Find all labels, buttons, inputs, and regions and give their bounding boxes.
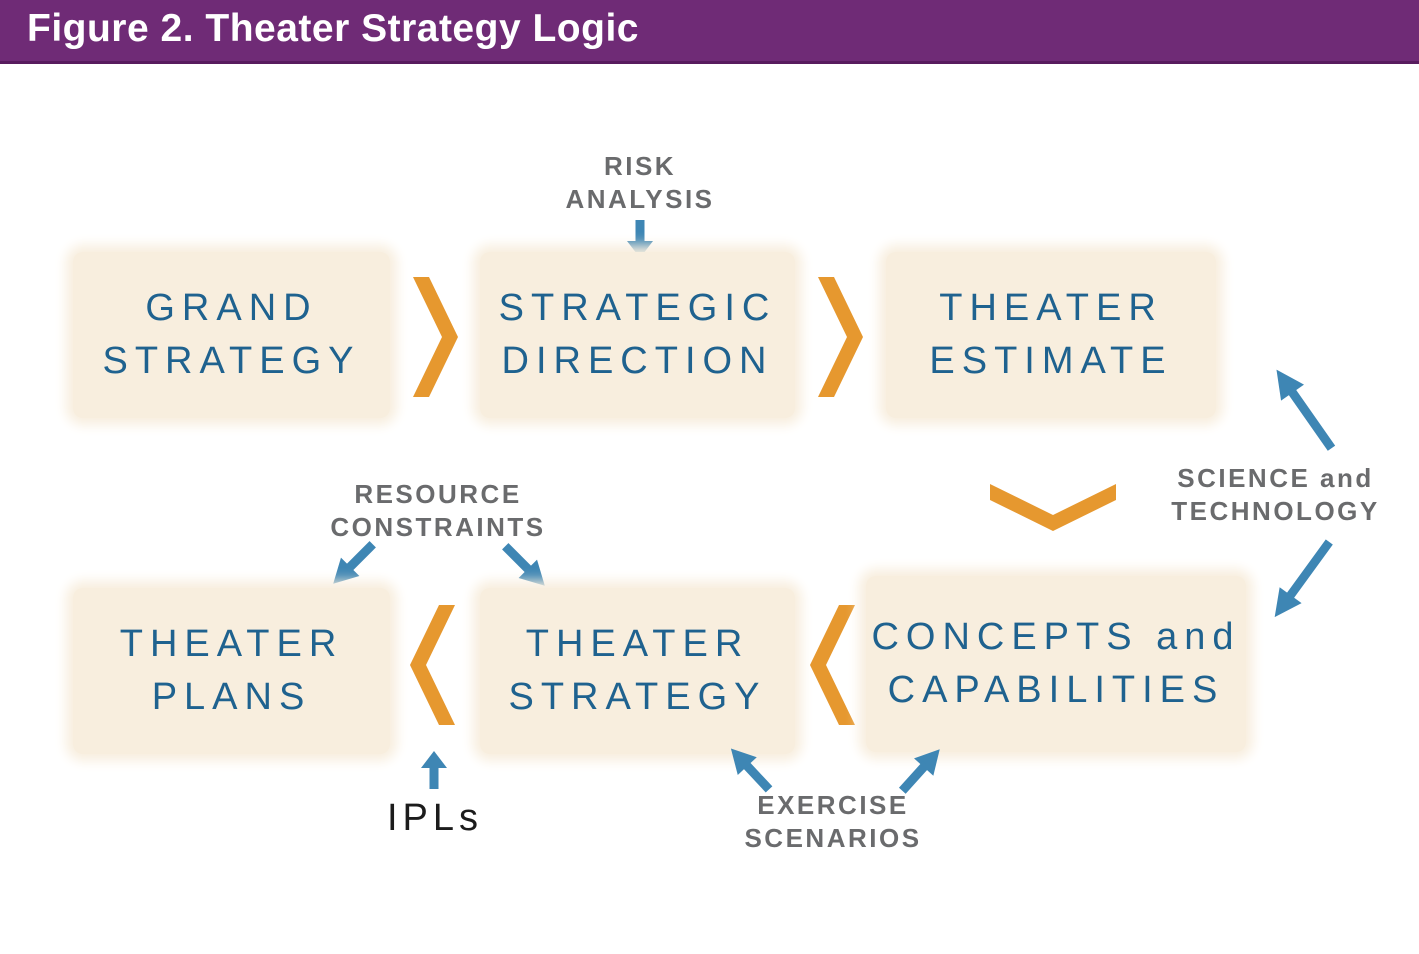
box-strategic-direction-line1: STRATEGIC [498,287,777,329]
arrow-exercise-to-strategy-icon [730,748,773,793]
box-grand-strategy: GRAND STRATEGY [73,252,390,418]
arrow-resource-to-strategy-icon [502,543,545,586]
label-exercise-scenarios: EXERCISE SCENARIOS [712,789,954,855]
label-risk-analysis-line2: ANALYSIS [565,184,715,214]
figure-title-bar: Figure 2. Theater Strategy Logic [0,0,1419,64]
figure-title: Figure 2. Theater Strategy Logic [27,6,639,50]
box-theater-strategy-line2: STRATEGY [508,676,767,718]
label-resource-constraints-line2: CONSTRAINTS [330,512,546,542]
diagram-canvas: RISK ANALYSIS GRAND STRATEGY STRATEGIC D… [0,64,1419,954]
box-theater-estimate-line2: ESTIMATE [929,340,1173,382]
label-exercise-scenarios-line2: SCENARIOS [744,823,922,853]
chevron-right-grand-to-strategic-icon [413,277,458,397]
box-concepts-capabilities-line2: CAPABILITIES [887,669,1225,711]
box-theater-estimate: THEATER ESTIMATE [886,252,1216,418]
label-ipls: IPLs [386,797,484,839]
label-science-technology-line2: TECHNOLOGY [1171,496,1380,526]
chevron-right-strategic-to-estimate-icon [818,277,863,397]
box-concepts-capabilities: CONCEPTS and CAPABILITIES [866,576,1246,752]
label-risk-analysis-line1: RISK [603,151,677,181]
label-risk-analysis: RISK ANALYSIS [530,150,750,216]
chevron-down-estimate-to-concepts-icon [990,484,1116,531]
label-science-technology: SCIENCE and TECHNOLOGY [1171,462,1380,528]
arrow-ipls-to-plans-icon [421,751,447,789]
arrow-science-to-estimate-icon [1276,369,1336,451]
box-strategic-direction-line2: DIRECTION [501,340,774,382]
box-theater-plans-line2: PLANS [151,676,312,718]
arrow-exercise-to-concepts-icon [898,749,940,794]
box-theater-plans: THEATER PLANS [73,588,390,754]
box-strategic-direction: STRATEGIC DIRECTION [480,252,795,418]
box-theater-strategy-line1: THEATER [525,623,750,665]
box-grand-strategy-line2: STRATEGY [102,340,361,382]
box-theater-estimate-line1: THEATER [939,287,1163,329]
label-exercise-scenarios-line1: EXERCISE [757,790,909,820]
label-resource-constraints-line1: RESOURCE [354,479,522,509]
label-resource-constraints: RESOURCE CONSTRAINTS [317,478,559,544]
chevron-left-strategy-to-plans-icon [410,605,455,725]
box-theater-plans-line1: THEATER [119,623,344,665]
box-grand-strategy-line1: GRAND [145,287,318,329]
arrow-risk-analysis-down-icon [627,220,653,258]
box-concepts-capabilities-line1: CONCEPTS and [871,616,1241,658]
arrow-science-to-concepts-icon [1274,539,1333,618]
arrow-resource-to-plans-icon [333,541,376,584]
box-theater-strategy: THEATER STRATEGY [480,588,795,754]
label-science-technology-line1: SCIENCE and [1177,463,1374,493]
chevron-left-concepts-to-strategy-icon [810,605,855,725]
